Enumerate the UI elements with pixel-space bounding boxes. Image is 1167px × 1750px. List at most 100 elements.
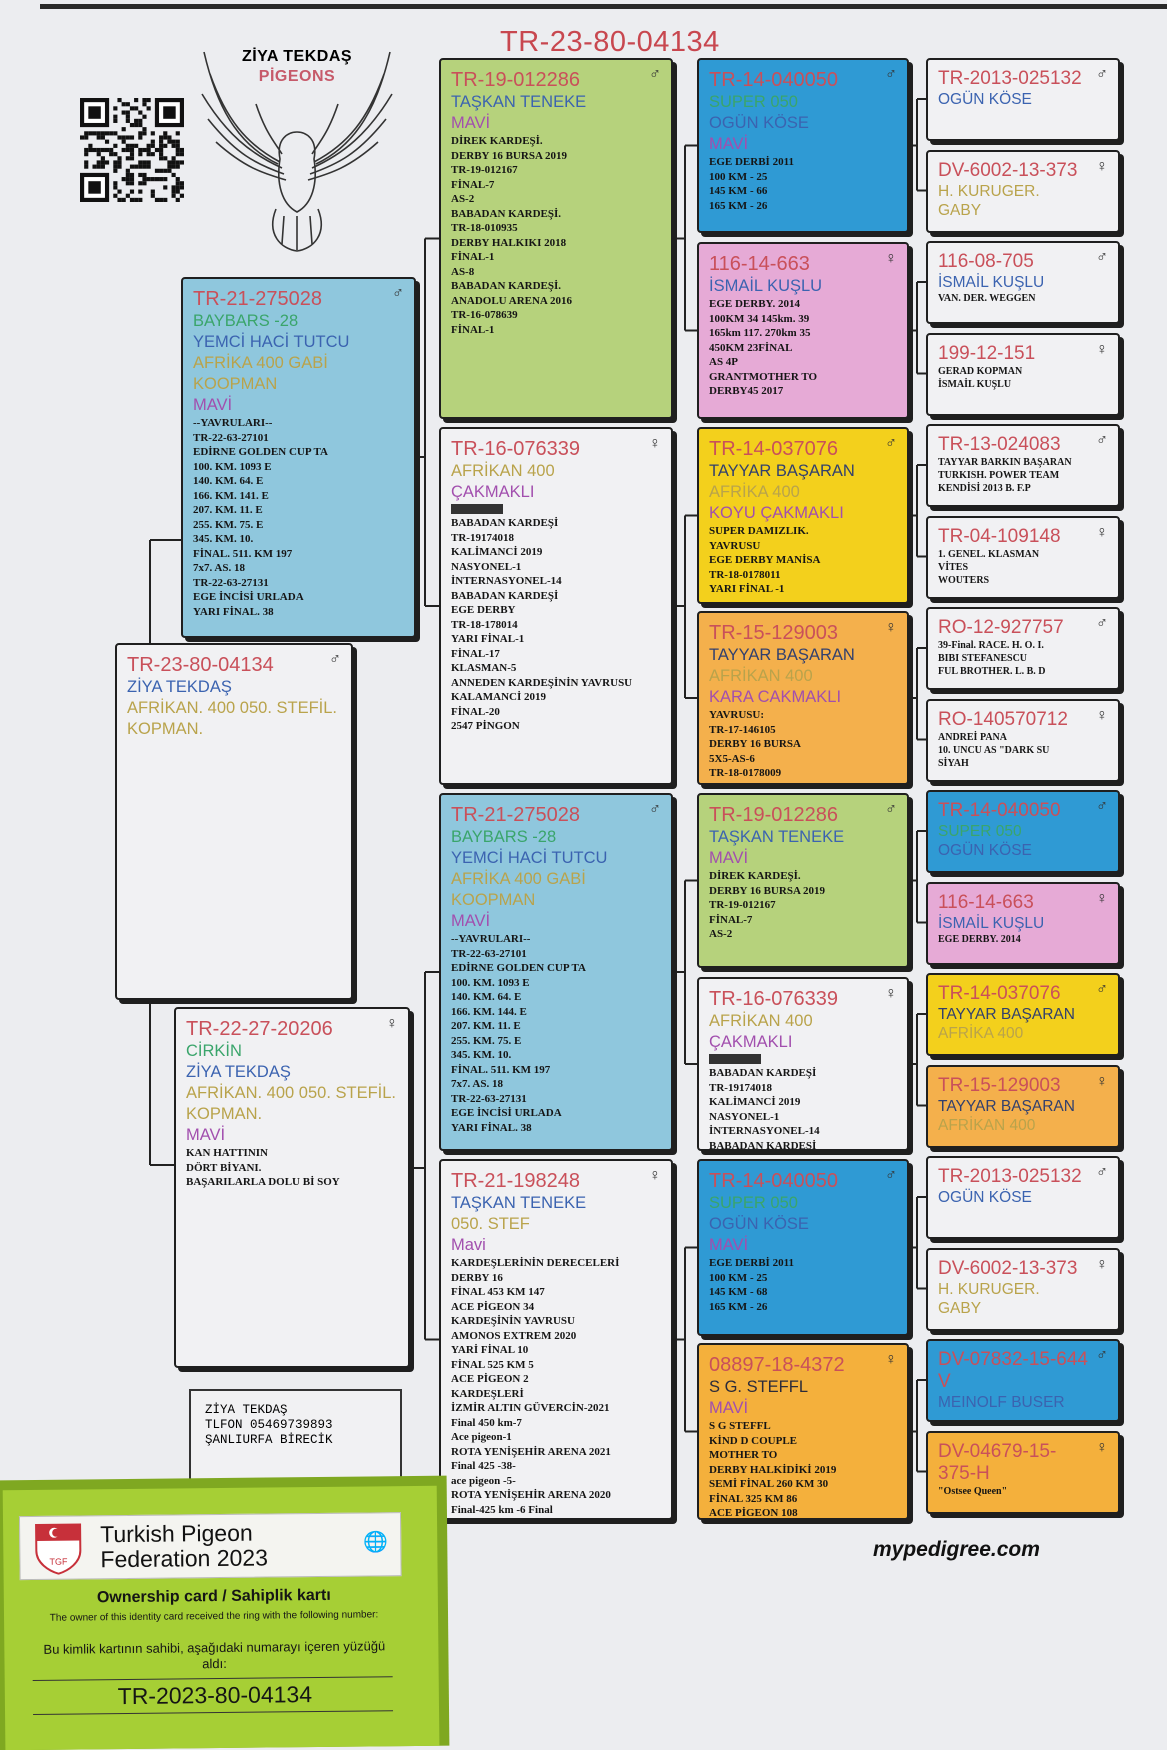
ring-number: DV-6002-13-373 — [938, 1257, 1078, 1279]
pigeon-info-line: MAVİ — [193, 396, 233, 414]
pigeon-note-line: FİNAL-17 — [451, 647, 500, 660]
pigeon-note-line: İZMİR ALTIN GÜVERCİN-2021 — [451, 1402, 610, 1414]
redacted-text — [451, 504, 503, 514]
pigeon-info-line: KOPMAN. — [127, 720, 204, 738]
qr-code[interactable] — [80, 98, 184, 202]
pigeon-info-line: KOOPMAN — [193, 375, 278, 393]
ring-number: DV-04679-15-375-H — [938, 1440, 1057, 1484]
pigeon-info-line: KOPMAN. — [186, 1105, 263, 1123]
ring-number: TR-19-012286 — [451, 69, 580, 91]
pigeon-note-line: --YAVRULARI-- — [451, 933, 531, 945]
male-symbol-icon: ♂ — [649, 801, 661, 818]
pigeon-note-line: ROTA YENİŞEHİR ARENA 2020 — [451, 1489, 611, 1501]
pigeon-note-line: 165 KM - 26 — [709, 199, 768, 212]
pigeon-info-line: YEMCİ HACİ TUTCU — [193, 333, 350, 351]
pigeon-note-line: TR-22-63-27131 — [451, 1092, 527, 1105]
pedigree-gen4-box[interactable]: DV-6002-13-373♀H. KURUGER.GABY — [926, 149, 1120, 233]
female-symbol-icon: ♀ — [1096, 1438, 1108, 1456]
pedigree-gen4-box[interactable]: RO-12-927757♂39-Final. RACE. H. O. I.BIB… — [926, 607, 1120, 690]
pigeon-note-line: EGE İNCİSİ URLADA — [451, 1107, 562, 1119]
pigeon-note-line: KİND D COUPLE — [709, 1434, 798, 1447]
ring-number: TR-15-129003 — [709, 622, 838, 644]
pigeon-note-line: FİNAL 325 KM 86 — [709, 1492, 798, 1505]
pigeon-info-line: İSMAİL KUŞLU — [938, 914, 1045, 932]
logo-name: ZİYA TEKDAŞ — [241, 48, 353, 65]
ring-number: TR-22-27-20206 — [186, 1018, 333, 1040]
ring-number: 199-12-151 — [938, 342, 1036, 364]
pigeon-note-line: YAVRUSU — [709, 539, 761, 552]
pedigree-gen4-box[interactable]: DV-07832-15-644 V♂MEINOLF BUSER — [926, 1339, 1120, 1422]
ring-number: TR-04-109148 — [938, 525, 1061, 547]
pigeon-note-line: BABADAN KARDEŞİ — [709, 1139, 817, 1151]
pigeon-note-line: 207. KM. 11. E — [451, 1020, 521, 1032]
pigeon-note-line: DERBY45 2017 — [709, 385, 784, 397]
pigeon-note-line: 145 KM - 66 — [709, 185, 768, 197]
pigeon-note-line: 10. UNCU AS "DARK SU — [938, 744, 1050, 756]
pedigree-gen4-box[interactable]: TR-2013-025132♂OGÜN KÖSE — [926, 58, 1120, 141]
pigeon-info-line: TAYYAR BAŞARAN — [938, 1097, 1075, 1115]
pigeon-note-line: 166. KM. 141. E — [193, 489, 269, 502]
pigeon-info-line: MAVİ — [709, 1399, 749, 1417]
pigeon-note-line: 255. KM. 75. E — [193, 518, 264, 531]
female-symbol-icon: ♀ — [649, 1167, 661, 1184]
pigeon-info-line: AFRİKA 400 GABİ — [451, 870, 586, 888]
tgf-logo-text: TGF — [49, 1557, 68, 1567]
female-symbol-icon: ♀ — [885, 250, 897, 267]
pigeon-note-line: TR-22-63-27131 — [193, 576, 269, 589]
pigeon-info-line: TAYYAR BAŞARAN — [709, 646, 855, 664]
pedigree-gen4-box[interactable]: TR-2013-025132♂OGÜN KÖSE — [926, 1156, 1120, 1239]
pigeon-info-line: ZİYA TEKDAŞ — [127, 678, 232, 696]
website-link[interactable]: mypedigree.com — [873, 1538, 1040, 1561]
pigeon-note-line: DERBY HALKIKI 2018 — [451, 236, 567, 249]
ring-number: 116-14-663 — [709, 253, 810, 275]
pigeon-info-line: TAYYAR BAŞARAN — [709, 462, 855, 480]
pigeon-note-line: İNTERNASYONEL-14 — [451, 575, 562, 587]
pigeon-info-line: OGÜN KÖSE — [938, 91, 1032, 108]
female-symbol-icon: ♀ — [1096, 523, 1108, 541]
pigeon-note-line: SUPER DAMIZLIK. — [709, 525, 809, 537]
male-symbol-icon: ♂ — [1096, 1347, 1108, 1364]
pigeon-note-line: ROTA YENİŞEHİR ARENA 2021 — [451, 1445, 611, 1458]
pigeon-info-line: H. KURUGER. — [938, 1280, 1040, 1298]
pigeon-note-line: KARDEŞİNİN YAVRUSU — [451, 1315, 575, 1327]
ring-number: DV-6002-13-373 — [938, 159, 1078, 181]
pigeon-note-line: TR-19174018 — [709, 1081, 772, 1094]
pigeon-note-line: EGE DERBY MANİSA — [709, 554, 821, 566]
pigeon-info-line: AFRİKAN 400 — [709, 667, 813, 685]
male-symbol-icon: ♂ — [885, 1167, 897, 1184]
male-symbol-icon: ♂ — [1096, 798, 1108, 815]
female-symbol-icon: ♀ — [885, 619, 897, 636]
pedigree-gen4-box[interactable]: DV-6002-13-373♀H. KURUGER.GABY — [926, 1247, 1120, 1331]
pigeon-note-line: BIBI STEFANESCU — [938, 653, 1028, 664]
pigeon-note-line: 166. KM. 144. E — [451, 1005, 527, 1018]
federation-line-2: Federation 2023 — [100, 1544, 269, 1573]
pedigree-gen4-box[interactable]: DV-04679-15-375-H♀"Ostsee Queen" — [926, 1430, 1120, 1514]
pigeon-note-line: YARİ FİNAL 10 — [451, 1344, 529, 1356]
pigeon-info-line: GABY — [938, 201, 982, 219]
pigeon-note-line: YARI FİNAL. 38 — [451, 1121, 532, 1134]
